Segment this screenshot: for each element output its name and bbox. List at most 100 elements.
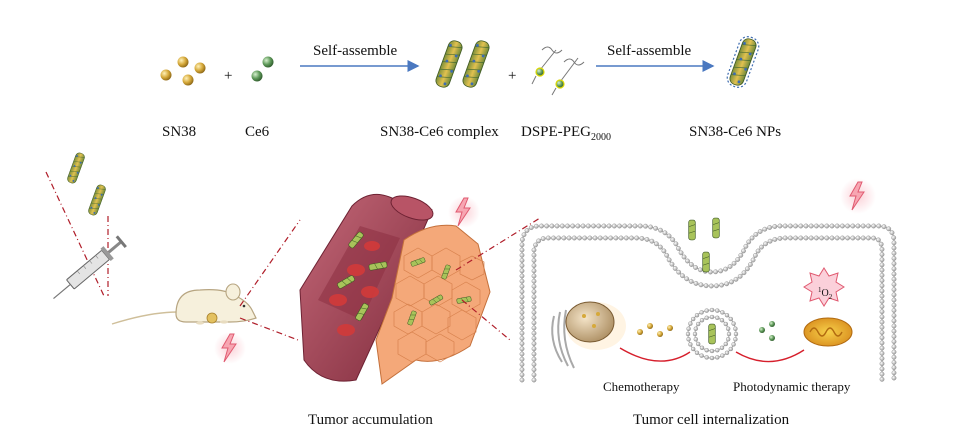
lipid-head (672, 265, 678, 271)
lipid-head (767, 238, 773, 244)
endosome-lipid-head (715, 308, 720, 313)
sn38-ce6-nps-rod (726, 36, 760, 88)
lipid-head (559, 223, 565, 229)
lipid-head (519, 268, 525, 274)
lipid-head (606, 223, 612, 229)
lipid-head (891, 271, 897, 277)
lipid-head (879, 356, 885, 361)
lipid-head (727, 264, 733, 269)
lipid-head (891, 370, 897, 376)
lipid-head (684, 276, 690, 282)
lipid-head (643, 223, 648, 229)
lipid-head (891, 365, 897, 370)
lipid-head (531, 263, 537, 268)
lipid-head (724, 281, 730, 287)
lipid-head (891, 240, 897, 246)
lipid-head (879, 309, 885, 315)
lipid-head (519, 289, 525, 294)
lipid-head (519, 315, 525, 320)
lipid-head (664, 252, 670, 258)
label-tumor-accumulation: Tumor accumulation (308, 412, 433, 428)
endosome-lipid-head (709, 355, 715, 361)
lipid-head (750, 257, 756, 263)
lipid-head (714, 283, 719, 289)
lipid-head (824, 223, 830, 229)
mouse-icon (111, 283, 257, 325)
lipid-head (845, 223, 850, 229)
lipid-head (597, 235, 603, 241)
lipid-head (685, 258, 690, 264)
lipid-head (798, 223, 804, 229)
lipid-head (703, 283, 709, 289)
lipid-head (653, 225, 658, 231)
lipid-head (759, 244, 764, 250)
label-tumor-cell-internalization: Tumor cell internalization (633, 412, 790, 428)
lipid-head (536, 238, 541, 244)
lipid-heads-outer (519, 223, 897, 383)
lipid-head (519, 299, 525, 305)
lipid-head (632, 223, 638, 229)
released-ce6 (759, 321, 775, 341)
endosome-lipid-head (704, 315, 709, 320)
lipid-head (611, 223, 617, 229)
lipid-head (617, 223, 622, 229)
lipid-head (519, 361, 525, 367)
lipid-head (777, 235, 783, 241)
lipid-head (891, 245, 897, 251)
endosome-lipid-head (699, 353, 704, 358)
lipid-head (531, 247, 537, 253)
lipid-head (519, 304, 525, 310)
lipid-head (521, 232, 527, 238)
lipid-head (519, 346, 525, 352)
lipid-head (891, 266, 897, 272)
lipid-head (698, 282, 704, 288)
lipid-head (891, 281, 897, 287)
lipid-head (879, 361, 885, 367)
lipid-head (519, 309, 525, 315)
endosome-lipid-head (720, 353, 725, 358)
lipid-head (713, 269, 718, 275)
lipid-head (649, 238, 655, 244)
lipid-head (871, 235, 876, 241)
endosome-lipid-head (733, 331, 739, 337)
lipid-head (666, 233, 672, 239)
lipid-head (637, 223, 643, 229)
lipid-head (741, 248, 746, 254)
lipid-head (519, 356, 525, 362)
lipid-head (531, 273, 537, 279)
lipid-head (519, 377, 525, 383)
singlet-oxygen-subscript: 2 (829, 293, 833, 301)
endosome (685, 307, 739, 361)
endosome-lipid-head (709, 314, 715, 320)
endosome-lipid-head (696, 321, 701, 327)
lipid-head (891, 292, 897, 298)
label-nps: SN38-Ce6 NPs (689, 124, 781, 140)
endosome-lipid-head (686, 337, 691, 342)
lipid-head (676, 245, 681, 251)
label-ce6: Ce6 (245, 124, 270, 140)
lipid-head (591, 223, 596, 229)
lipid-head (533, 242, 538, 248)
endosome-lipid-head (726, 337, 731, 342)
lipid-head (519, 252, 525, 258)
lipid-head (879, 288, 885, 294)
lipid-head (881, 224, 887, 230)
lipid-head (719, 282, 724, 288)
lipid-head (531, 325, 537, 331)
endosome-lipid-head (696, 341, 701, 347)
lipid-head (731, 260, 737, 266)
pathway-curves (619, 347, 805, 363)
lipid-head (741, 270, 747, 276)
lipid-head (519, 330, 525, 336)
lipid-head (879, 366, 885, 372)
endosome-lipid-head (709, 348, 715, 354)
lipid-head (519, 278, 525, 284)
lipid-head (860, 235, 866, 241)
lipid-head (592, 235, 598, 241)
lipid-head (531, 283, 537, 289)
endosome-lipid-head (719, 345, 725, 350)
endosome-lipid-head (692, 331, 698, 337)
self-assemble-label-1: Self-assemble (313, 43, 397, 59)
lipid-head (891, 250, 897, 256)
